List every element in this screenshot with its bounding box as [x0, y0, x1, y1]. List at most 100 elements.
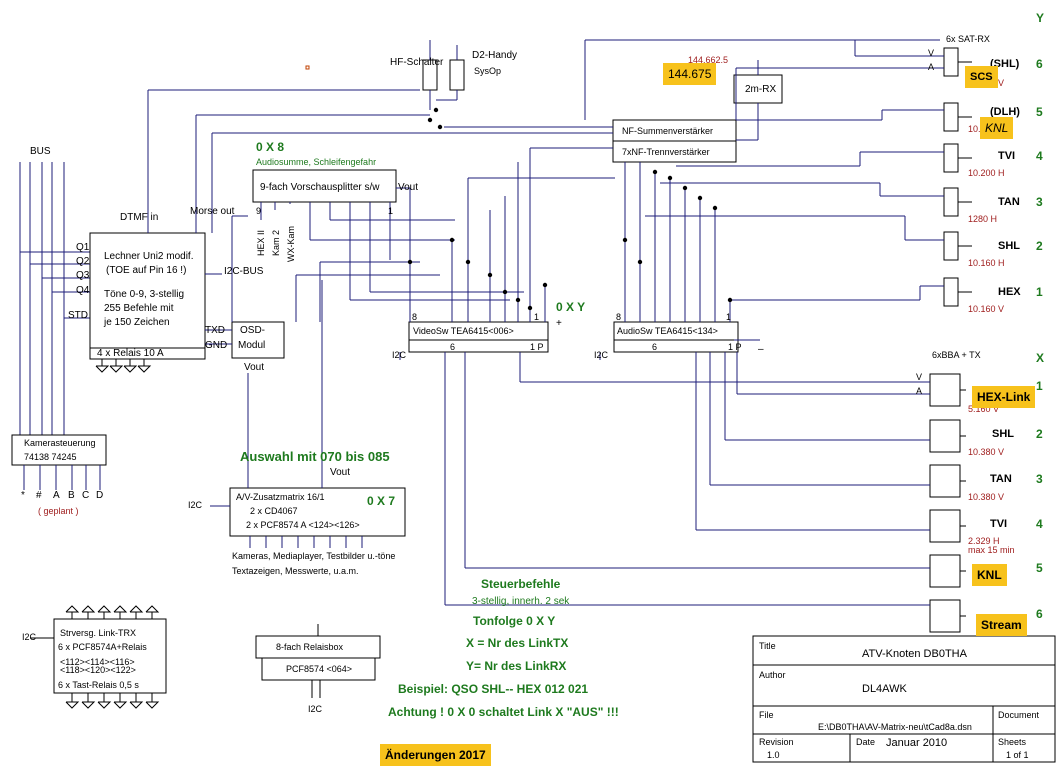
tb-revision: 1.0	[767, 750, 780, 760]
q1-label: Q1	[76, 242, 90, 253]
osd-vout: Vout	[244, 362, 265, 373]
videosw-i2c: I2C	[392, 350, 407, 360]
steuer-l5: Achtung ! 0 X 0 schaltet Link X "AUS" !!…	[388, 705, 619, 719]
sat-rx-3-freq: 1280 H	[968, 214, 998, 224]
x-label: X	[1036, 351, 1045, 365]
d2-handy-line2: SysOp	[474, 66, 502, 76]
lechner-line1: Lechner Uni2 modif.	[104, 251, 194, 262]
relaisbox-i2c: I2C	[308, 704, 323, 714]
audiosw-p1p: 1 P	[728, 342, 742, 352]
relaisbox-chip: PCF8574 <064>	[286, 664, 353, 674]
kamera-pin-hash: #	[36, 490, 42, 501]
rx2m-label: 2m-RX	[745, 84, 777, 95]
audiosw-p6: 6	[652, 342, 658, 352]
sat-rx-4-freq: 10.200 H	[968, 168, 1005, 178]
kamera-note: ( geplant )	[38, 506, 79, 516]
steuer-l2: X = Nr des LinkTX	[466, 636, 569, 650]
av-line2: 2 x CD4067	[250, 506, 298, 516]
splitter-note: Audiosumme, Schleifengefahr	[256, 157, 377, 167]
lechner-line2: (TOE auf Pin 16 !)	[106, 265, 187, 276]
morse-label: Morse out	[190, 206, 235, 217]
sat-rx-6-num: 6	[1036, 57, 1043, 71]
lechner-relais: 4 x Relais 10 A	[97, 348, 164, 359]
std-label: STD	[68, 310, 88, 321]
av-desc2: Textazeigen, Messwerte, u.a.m.	[232, 566, 359, 576]
kamera-pin-a: A	[53, 490, 60, 501]
tb-date: Januar 2010	[886, 737, 948, 749]
audiosw-i2c: I2C	[594, 350, 609, 360]
i2c-bus-label: I2C-BUS	[224, 266, 264, 277]
audiosw-p8: 8	[616, 312, 622, 322]
bba-a-label: A	[916, 386, 923, 396]
bba-tx-4-freq: 2.329 H	[968, 536, 1000, 546]
bba-tx-4-name: TVI	[990, 518, 1008, 530]
bba-tx-3-freq: 10.380 V	[968, 492, 1005, 502]
sat-rx-1-freq: 10.160 V	[968, 304, 1005, 314]
lechner-line3: Töne 0-9, 3-stellig	[104, 289, 185, 300]
y-label: Y	[1036, 11, 1045, 25]
splitter-input-hex: HEX II	[256, 229, 266, 256]
kamera-chips: 74138 74245	[24, 452, 77, 462]
tb-author: DL4AWK	[862, 683, 907, 695]
bba-v-label: V	[916, 372, 923, 382]
av-code: 0 X 7	[367, 494, 396, 508]
kamera-pin-c: C	[82, 490, 90, 501]
oxy-code: 0 X Y	[556, 300, 586, 314]
bba-tx-6-num: 6	[1036, 607, 1043, 621]
sat-rx-4-num: 4	[1036, 149, 1043, 163]
bba-tx-2-freq: 10.380 V	[968, 447, 1005, 457]
nf-trenn-label: 7xNF-Trennverstärker	[622, 147, 710, 157]
videosw-plus: +	[556, 318, 562, 329]
tb-sheets: 1 of 1	[1006, 750, 1029, 760]
relaisbox-title: 8-fach Relaisbox	[276, 642, 344, 652]
bba-tx-3-num: 3	[1036, 472, 1043, 486]
strversg-line4: <118><120><122>	[60, 665, 136, 675]
videosw-p8: 8	[412, 312, 418, 322]
videosw-p1p: 1 P	[530, 342, 544, 352]
steuer-l3: Y= Nr des LinkRX	[466, 659, 567, 673]
audiosw-minus: –	[758, 344, 764, 355]
av-desc1: Kameras, Mediaplayer, Testbilder u.-töne	[232, 551, 396, 561]
aenderungen-label: Änderungen 2017	[380, 744, 491, 766]
tb-file: E:\DB0THA\AV-Matrix-neu\tCad8a.dsn	[818, 722, 972, 732]
strversg-line1: Strversg. Link-TRX	[60, 628, 137, 638]
splitter-pin9: 9	[256, 206, 262, 216]
splitter-input-kam2: Kam 2	[271, 229, 281, 256]
av-line1: A/V-Zusatzmatrix 16/1	[236, 492, 325, 502]
strversg-line3: <112><114><116>	[60, 657, 135, 667]
splitter-title: 9-fach Vorschausplitter s/w	[260, 182, 380, 193]
kamera-title: Kamerasteuerung	[24, 438, 96, 448]
steuer-title: Steuerbefehle	[481, 577, 561, 591]
nf-summe-label: NF-Summenverstärker	[622, 126, 714, 136]
videosw-title: VideoSw TEA6415<006>	[413, 326, 514, 336]
q2-label: Q2	[76, 256, 90, 267]
kamera-pin-b: B	[68, 490, 75, 501]
av-vout: Vout	[330, 467, 351, 478]
bba-header: 6xBBA + TX	[932, 350, 981, 360]
sat-rx-3-num: 3	[1036, 195, 1043, 209]
tb-sheets-label: Sheets	[998, 737, 1027, 747]
dtmf-label: DTMF in	[120, 212, 159, 223]
splitter-pin1: 1	[388, 206, 394, 216]
tb-file-label: File	[759, 710, 774, 720]
audiosw-p1: 1	[726, 312, 732, 322]
osd-line1: OSD-	[240, 325, 265, 336]
bba-tx-2-num: 2	[1036, 427, 1043, 441]
bba-tx-1-tag: HEX-Link	[972, 386, 1036, 408]
bba-tx-3-name: TAN	[990, 473, 1012, 485]
sat-v-label: V	[928, 48, 935, 58]
steuer-l4: Beispiel: QSO SHL-- HEX 012 021	[398, 682, 589, 696]
tb-document-label: Document	[998, 710, 1040, 720]
sat-rx-3-name: TAN	[998, 196, 1020, 208]
tb-date-label: Date	[856, 737, 876, 747]
freq-hidden: 144.662.5	[688, 55, 729, 65]
osd-line2: Modul	[238, 340, 266, 351]
bba-tx-6-tag: Stream	[976, 614, 1027, 636]
audiosw-title: AudioSw TEA6415<134>	[617, 326, 718, 336]
sat-rx-5-tag: KNL	[980, 117, 1014, 139]
splitter-vout: Vout	[398, 182, 419, 193]
kamera-pin-d: D	[96, 490, 104, 501]
steuer-sub: 3-stellig, innerh. 2 sek	[472, 596, 570, 607]
strversg-i2c: I2C	[22, 632, 37, 642]
